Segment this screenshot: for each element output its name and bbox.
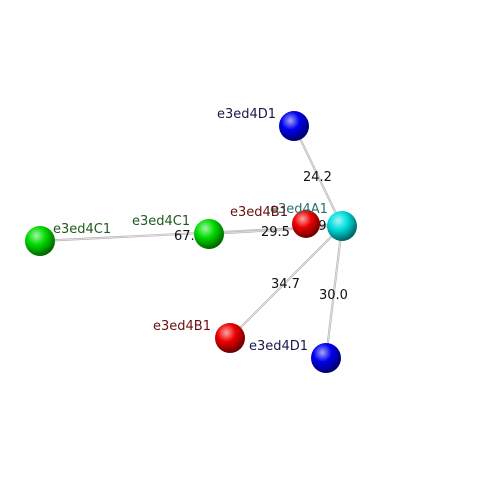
- distance-lines: [39, 125, 344, 359]
- distance-label-a1_b1near_partial: 29.5: [261, 225, 290, 240]
- distance-label-a1_c1far: 67.: [174, 229, 195, 244]
- distance-line-highlight-a1_b1low: [229, 225, 343, 339]
- atom-sphere-c1_mid: [194, 219, 224, 249]
- distance-label-a1_b1low: 34.7: [271, 277, 300, 292]
- atom-spheres: [25, 111, 357, 373]
- distance-label-a1_d1low: 30.0: [319, 288, 348, 303]
- atom-sphere-b1_low: [215, 323, 245, 353]
- atom-label-d1_top: e3ed4D1: [217, 107, 276, 122]
- atom-sphere-c1_far: [25, 226, 55, 256]
- distance-line-highlight-a1_d1top: [293, 125, 343, 227]
- distance-line-highlight-a1_b1near_partial: [208, 225, 343, 235]
- atom-sphere-d1_low: [311, 343, 341, 373]
- atom-label-b1_near: e3ed4B1: [230, 205, 288, 220]
- atom-label-a1: e3ed4A1: [270, 202, 328, 217]
- atom-sphere-d1_top: [279, 111, 309, 141]
- atom-sphere-b1_near: [292, 210, 320, 238]
- atom-label-c1_far: e3ed4C1: [53, 222, 111, 237]
- atom-label-c1_mid: e3ed4C1: [132, 214, 190, 229]
- atom-label-b1_low: e3ed4B1: [153, 319, 211, 334]
- distance-line-highlight-a1_d1low: [325, 225, 343, 359]
- distance-label-a1_d1top: 24.2: [303, 170, 332, 185]
- atom-sphere-a1: [327, 211, 357, 241]
- atom-label-d1_low: e3ed4D1: [249, 339, 308, 354]
- atom-labels: e3ed4A1e3ed4B1e3ed4C1e3ed4C1e3ed4D1e3ed4…: [53, 107, 328, 354]
